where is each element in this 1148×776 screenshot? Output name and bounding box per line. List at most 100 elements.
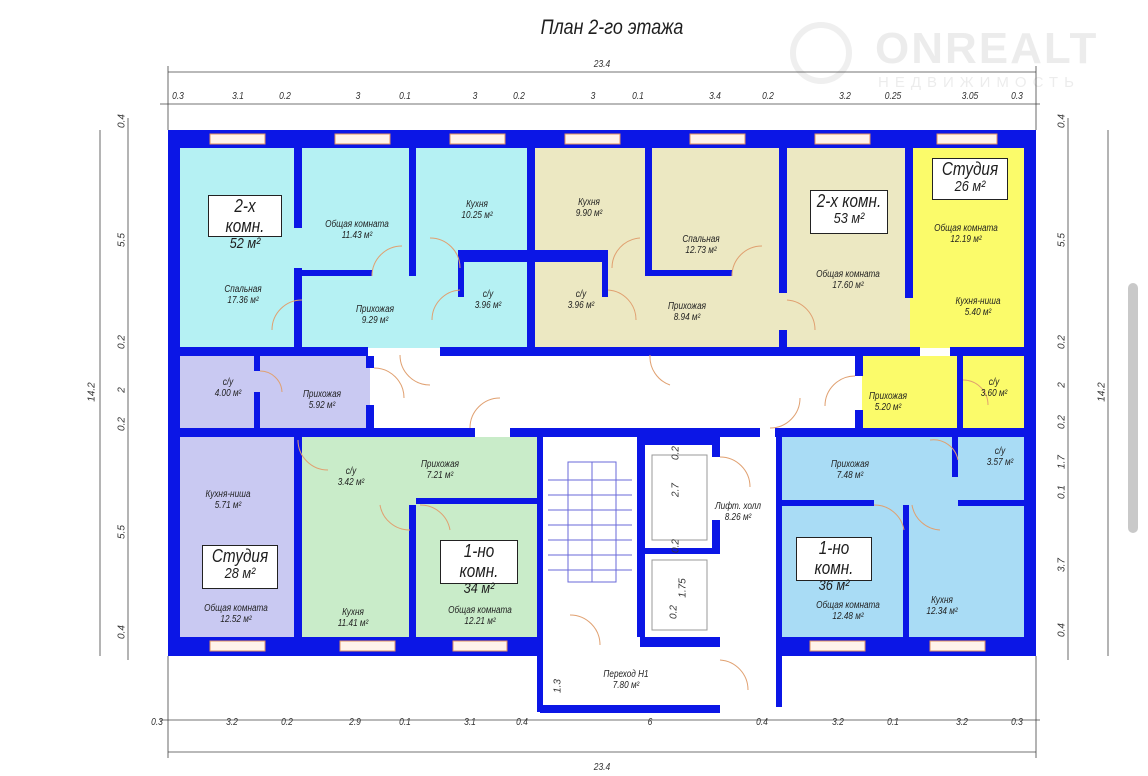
- room-area: 9.29 м²: [361, 315, 389, 326]
- doors: [259, 237, 989, 691]
- dim-right: 3.7: [1056, 558, 1068, 572]
- dim-bottom: 6: [647, 717, 653, 728]
- room-name: Кухня: [578, 197, 600, 208]
- room-area: 5.20 м²: [874, 402, 902, 413]
- dim-inner: 0.2: [670, 539, 682, 553]
- dim-bottom: 3.2: [226, 717, 238, 728]
- dim-bottom: 0.1: [399, 717, 411, 728]
- dim-bottom: 0.4: [756, 717, 768, 728]
- room-name: Общая комната: [448, 605, 512, 616]
- room-area: 12.73 м²: [685, 245, 717, 256]
- room-area: 12.21 м²: [464, 616, 496, 627]
- room-area: 12.34 м²: [926, 606, 958, 617]
- watermark-brand: ONREALT: [875, 24, 1099, 73]
- dim-right-total: 14.2: [1096, 382, 1108, 402]
- room-area: 3.42 м²: [337, 477, 365, 488]
- room-name: Общая комната: [204, 603, 268, 614]
- room-name: Общая комната: [816, 600, 880, 611]
- apartment-type: Студия: [941, 159, 999, 179]
- room-area: 11.41 м²: [337, 618, 369, 629]
- room-name: Прихожая: [830, 459, 870, 470]
- dim-inner: 2.7: [670, 483, 682, 497]
- room-area: 10.25 м²: [461, 210, 493, 221]
- dim-bottom: 0.4: [516, 717, 528, 728]
- dimension-lines: [99, 66, 1109, 758]
- apartment-area: 52 м²: [229, 235, 261, 252]
- apartment-area: 53 м²: [833, 210, 865, 227]
- room-area: 7.21 м²: [426, 470, 454, 481]
- room-name: Общая комната: [934, 223, 998, 234]
- room-name: Лифт. холл: [715, 501, 761, 512]
- room-name: Прихожая: [868, 391, 908, 402]
- room-area: 9.90 м²: [575, 208, 603, 219]
- apartment-area: 36 м²: [818, 577, 850, 594]
- apartment-label: 2-х комн.53 м²: [810, 190, 888, 234]
- room-name: с/у: [482, 289, 494, 300]
- room-area: 12.48 м²: [832, 611, 864, 622]
- room-area: 3.96 м²: [567, 300, 595, 311]
- dim-left: 0.4: [116, 625, 128, 639]
- room-name: Прихожая: [667, 301, 707, 312]
- dim-bottom: 0.3: [151, 717, 163, 728]
- dim-top: 0.1: [632, 91, 644, 102]
- dim-bottom-total: 23.4: [593, 762, 611, 773]
- room-area: 4.00 м²: [214, 388, 242, 399]
- vertical-scrollbar[interactable]: [1128, 283, 1138, 533]
- room-name: Переход Н1: [603, 669, 649, 680]
- watermark-sub: НЕДВИЖИМОСТЬ: [878, 74, 1080, 91]
- room-area: 3.96 м²: [474, 300, 502, 311]
- dim-top: 3: [472, 91, 478, 102]
- apartment-area: 34 м²: [463, 580, 495, 597]
- dim-bottom: 0.2: [281, 717, 293, 728]
- dim-top: 0.3: [172, 91, 184, 102]
- dim-bottom: 2.9: [349, 717, 361, 728]
- dim-right: 0.2: [1056, 415, 1068, 429]
- room-name: Кухня: [466, 199, 488, 210]
- apartment-type: Студия: [211, 546, 269, 566]
- room-name: Кухня: [342, 607, 364, 618]
- apt-52-fill: [180, 148, 530, 348]
- room-area: 3.57 м²: [986, 457, 1014, 468]
- room-name: Спальная: [682, 234, 720, 245]
- apartment-label: 2-х комн.52 м²: [208, 195, 282, 252]
- dim-right: 0.4: [1056, 114, 1068, 128]
- stairs: [548, 454, 708, 631]
- dim-bottom: 0.3: [1011, 717, 1023, 728]
- room-name: Прихожая: [355, 304, 395, 315]
- studio-28-fill: [180, 356, 370, 430]
- room-name: Спальная: [224, 284, 262, 295]
- dim-left-total: 14.2: [86, 382, 98, 402]
- dim-right: 5.5: [1056, 233, 1068, 247]
- apt-34-fill: [300, 437, 540, 638]
- dim-inner: 1.3: [552, 679, 564, 693]
- dim-left: 5.5: [116, 233, 128, 247]
- dim-top: 0.3: [1011, 91, 1023, 102]
- room-name: с/у: [222, 377, 234, 388]
- dim-right: 0.1: [1056, 485, 1068, 499]
- room-area: 17.60 м²: [832, 280, 864, 291]
- room-area: 7.80 м²: [612, 680, 640, 691]
- dim-top: 3: [590, 91, 596, 102]
- dim-right: 0.4: [1056, 623, 1068, 637]
- dim-inner: 1.75: [677, 578, 689, 598]
- room-area: 12.19 м²: [950, 234, 982, 245]
- room-name: с/у: [988, 377, 1000, 388]
- dim-inner: 0.2: [670, 446, 682, 460]
